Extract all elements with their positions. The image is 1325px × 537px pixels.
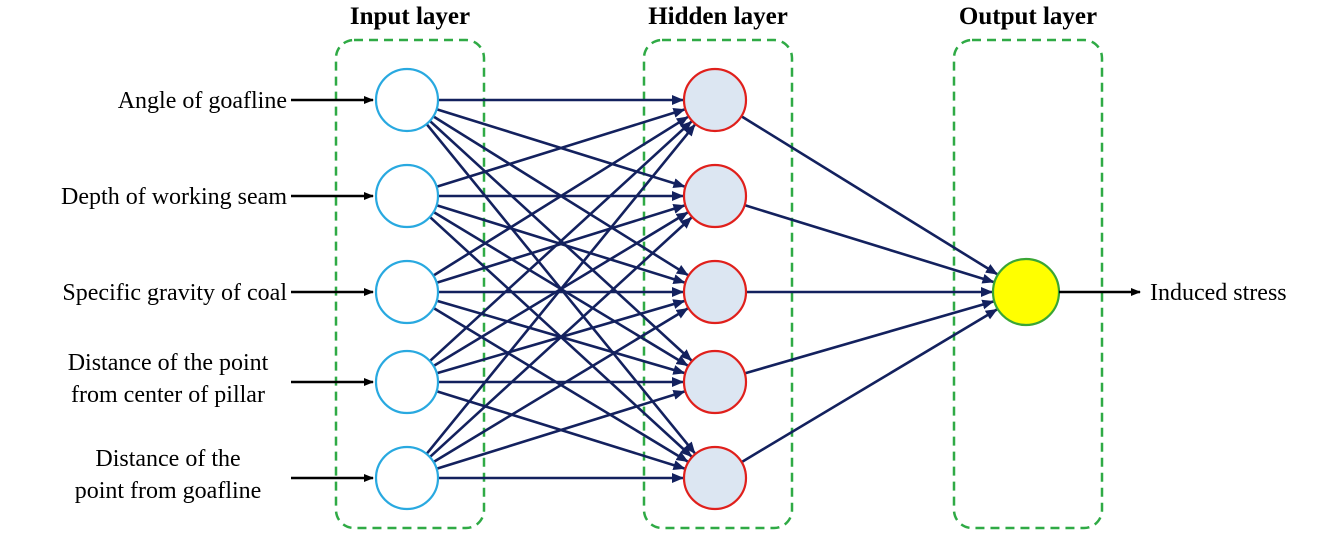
connection-hidden-5-output (740, 308, 998, 464)
hidden-node-2 (682, 163, 748, 229)
connection-hidden-4-output (744, 299, 995, 375)
hidden-node-1 (682, 67, 748, 133)
input-node-2 (374, 163, 440, 229)
nodes (374, 67, 1061, 511)
input-label-5-line-2: point from goafline (75, 478, 262, 504)
input-layer-box (334, 38, 486, 530)
hidden-layer-title: Hidden layer (648, 3, 788, 30)
connection-input-5-hidden-4 (436, 390, 686, 471)
input-label-4-line-1: Distance of the point (68, 350, 269, 376)
output-layer-box (952, 38, 1104, 530)
input-label-1-line-1: Angle of goafline (118, 88, 287, 114)
output-node (991, 257, 1061, 327)
input-arrows (291, 96, 374, 482)
connection-hidden-2-output (744, 203, 995, 284)
hidden-node-5 (682, 445, 748, 511)
connection-input-5-hidden-2 (428, 216, 693, 459)
connections (425, 95, 998, 483)
output-label: Induced stress (1150, 280, 1287, 306)
input-label-4-line-2: from center of pillar (71, 382, 265, 408)
output-layer-title: Output layer (959, 3, 1097, 30)
input-node-5 (374, 445, 440, 511)
input-layer-title: Input layer (350, 3, 470, 30)
input-label-3-line-1: Specific gravity of coal (62, 280, 287, 306)
hidden-node-4 (682, 349, 748, 415)
connection-input-3-hidden-1 (432, 115, 689, 277)
hidden-node-3 (682, 259, 748, 325)
input-node-1 (374, 67, 440, 133)
connection-input-3-hidden-2 (436, 204, 686, 285)
input-node-3 (374, 259, 440, 325)
connection-hidden-1-output (740, 115, 998, 276)
connection-input-4-hidden-1 (428, 120, 693, 363)
connection-input-5-hidden-3 (432, 307, 689, 464)
connection-input-5-hidden-1 (425, 123, 696, 455)
connection-input-2-hidden-1 (436, 108, 686, 189)
input-node-4 (374, 349, 440, 415)
input-label-5-line-1: Distance of the (95, 446, 240, 472)
hidden-layer-box (642, 38, 794, 530)
input-label-2-line-1: Depth of working seam (61, 184, 287, 210)
